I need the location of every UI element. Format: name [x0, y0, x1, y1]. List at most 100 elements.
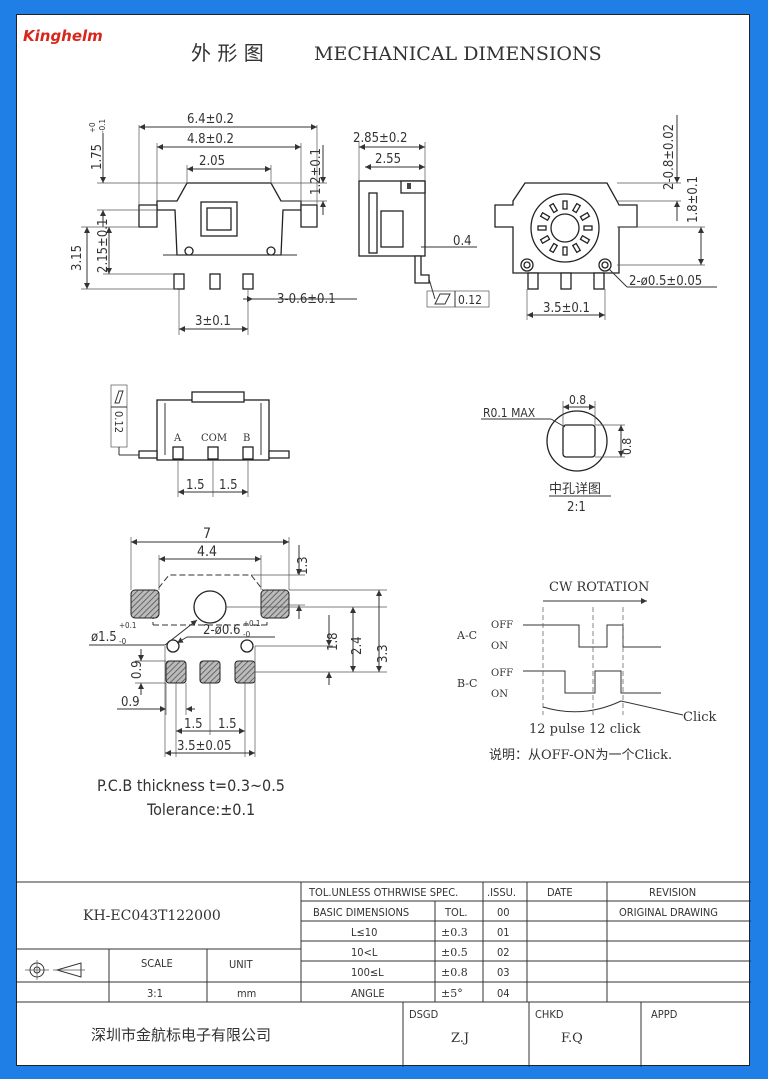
- detent-slots: [537, 200, 593, 256]
- detent-slot: [562, 246, 568, 256]
- detent-slot: [571, 242, 582, 254]
- dim-pcb-pad-w: 0.9: [121, 695, 140, 710]
- dim-w-inner: 4.8±0.2: [187, 132, 234, 147]
- issu-number: 01: [497, 926, 510, 939]
- dim-bottom-pitch: 3.5±0.1: [543, 301, 590, 316]
- tol-value: ±0.3: [441, 926, 468, 939]
- timing-off-1: OFF: [491, 620, 513, 631]
- drawing-canvas: Kinghelm 外 形 图 MECHANICAL DIMENSIONS 6.4…: [17, 27, 751, 1067]
- dim-w-outer: 6.4±0.2: [187, 112, 234, 127]
- bottom-view: 2-0.8±0.02 1.8±0.1 2-ø0.5±0.05 3.5±0.1: [494, 115, 717, 320]
- tol-label: TOL.: [444, 906, 467, 919]
- chkd-label: CHKD: [535, 1008, 564, 1021]
- dim-front-flat: 0.12: [112, 411, 125, 433]
- title-cn: 外 形 图: [191, 41, 264, 65]
- dim-pcb-w2: 4.4: [197, 544, 217, 560]
- dim-pcb-v3: 3.3: [376, 644, 391, 663]
- issu-00: 00: [497, 906, 510, 919]
- front-view: 6.4±0.2 4.8±0.2 2.05 1.75 +0 -0.1 3.15 2…: [70, 112, 357, 335]
- detent-slot: [583, 225, 593, 231]
- detent-slot: [579, 211, 591, 222]
- timing-title: CW ROTATION: [549, 580, 649, 595]
- timing-click: Click: [683, 710, 717, 725]
- tol-range: L≤10: [351, 926, 377, 939]
- hole-detail-scale: 2:1: [567, 500, 586, 515]
- company-name: 深圳市金航标电子有限公司: [91, 1026, 271, 1044]
- issu-number: 03: [497, 966, 510, 979]
- dim-w-top: 2.05: [199, 154, 225, 169]
- dim-pitch-b: 1.5: [219, 478, 238, 493]
- issu-number: 04: [497, 987, 510, 1000]
- pin-label-com: COM: [201, 433, 227, 444]
- dim-pcb-pad-h: 0.9: [130, 660, 145, 679]
- dim-bottom-h1: 2-0.8±0.02: [662, 124, 677, 190]
- detent-slot: [539, 211, 551, 222]
- dsgd-value: Z.J: [451, 1031, 469, 1046]
- dim-h-top-tol-up: +0: [88, 122, 97, 133]
- title-en: MECHANICAL DIMENSIONS: [314, 43, 602, 65]
- title-block: KH-EC043T122000 SCALE UNIT 3:1 mm TOL.UN…: [17, 881, 751, 1067]
- timing-pulse: 12 pulse 12 click: [529, 722, 641, 737]
- detent-slot: [539, 234, 551, 245]
- detent-slot: [548, 242, 559, 254]
- dim-pcb-p1: 1.5: [184, 717, 203, 732]
- tol-range: 10<L: [351, 946, 378, 959]
- detent-slot: [537, 225, 547, 231]
- date-header: DATE: [547, 886, 573, 899]
- tol-value: ±0.8: [441, 966, 468, 979]
- tol-range: ANGLE: [351, 987, 385, 1000]
- part-number: KH-EC043T122000: [83, 908, 221, 924]
- scale-value: 3:1: [147, 987, 163, 1000]
- dim-pcb-top: 1.3: [296, 556, 311, 575]
- basic-dimensions: BASIC DIMENSIONS: [313, 906, 409, 919]
- timing-on-1: ON: [491, 641, 508, 652]
- dim-h-top-tol-dn: -0.1: [98, 119, 107, 133]
- appd-label: APPD: [651, 1008, 678, 1021]
- issu-header: .ISSU.: [487, 886, 516, 899]
- pcb-note-thickness: P.C.B thickness t=0.3~0.5: [97, 776, 285, 795]
- dim-pcb-w: 7: [203, 526, 211, 542]
- scale-label: SCALE: [141, 957, 173, 970]
- hole-detail-title: 中孔详图: [549, 482, 601, 497]
- pin-label-b: B: [243, 433, 250, 444]
- detent-slot: [571, 202, 582, 214]
- timing-on-2: ON: [491, 689, 508, 700]
- dim-pcb-hole-small-tol-up: +0.1: [243, 619, 260, 628]
- dim-side-pin: 0.4: [453, 234, 472, 249]
- dim-flat: 0.12: [458, 293, 482, 307]
- dim-pcb-v2: 2.4: [350, 636, 365, 655]
- dim-pins-w: 3-0.6±0.1: [277, 292, 336, 307]
- dim-pcb-hole-big-tol-dn: -0: [119, 637, 127, 646]
- dim-pitch-a: 1.5: [186, 478, 205, 493]
- projection-symbol: [25, 960, 85, 980]
- dim-h-total: 3.15: [70, 245, 85, 271]
- timing-diagram: CW ROTATION A-C OFF ON B-C OFF ON Click …: [456, 580, 717, 763]
- original-drawing: ORIGINAL DRAWING: [619, 906, 718, 919]
- tol-value: ±0.5: [441, 946, 468, 959]
- tol-header: TOL.UNLESS OTHRWISE SPEC.: [308, 886, 458, 899]
- dim-hole-w: 0.8: [569, 393, 586, 407]
- dim-bottom-holes: 2-ø0.5±0.05: [629, 274, 702, 289]
- detent-slot: [548, 202, 559, 214]
- dim-pcb-hole-big: ø1.5: [91, 630, 117, 645]
- dim-pcb-p2: 1.5: [218, 717, 237, 732]
- dim-h-right: 1.2±0.1: [309, 148, 324, 195]
- pin-view: A COM B 0.12 1.5 1.5: [110, 384, 290, 497]
- dim-bottom-h2: 1.8±0.1: [686, 176, 701, 223]
- chkd-value: F.Q: [561, 1031, 583, 1046]
- unit-label: UNIT: [229, 958, 254, 971]
- tol-value: ±5°: [441, 987, 463, 1000]
- dim-pcb-hole-small: 2-ø0.6: [203, 623, 240, 638]
- dim-h-top: 1.75: [90, 144, 105, 170]
- hole-detail: R0.1 MAX 0.8 0.8 中孔详图 2:1: [481, 393, 634, 515]
- timing-row-ac: A-C: [456, 629, 477, 642]
- drawing-sheet: Kinghelm 外 形 图 MECHANICAL DIMENSIONS 6.4…: [16, 14, 751, 1067]
- dim-hole-radius: R0.1 MAX: [483, 406, 536, 420]
- timing-row-bc: B-C: [457, 677, 477, 690]
- dim-pcb-total: 3.5±0.05: [177, 739, 231, 754]
- timing-off-2: OFF: [491, 668, 513, 679]
- side-view: 2.85±0.2 2.55 0.4 0.12: [353, 131, 490, 308]
- dim-pcb-hole-big-tol-up: +0.1: [119, 621, 136, 630]
- detent-slot: [579, 234, 591, 245]
